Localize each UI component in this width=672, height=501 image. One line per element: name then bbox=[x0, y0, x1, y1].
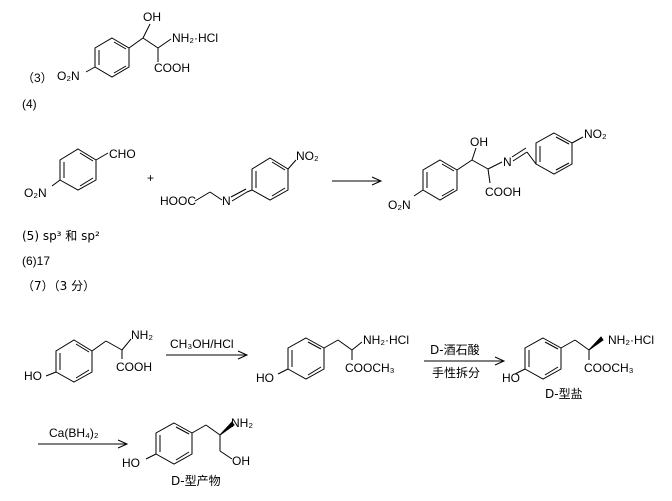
intermediate-nh2hcl: NH₂·HCl bbox=[363, 333, 409, 347]
part4-reactant2 bbox=[194, 157, 297, 202]
part4-plus-sign: + bbox=[147, 171, 154, 185]
part3-label: （3） bbox=[22, 71, 53, 85]
final-ho: HO bbox=[122, 456, 140, 470]
part4-cho-label: CHO bbox=[109, 147, 136, 161]
part4-hooc-label: HOOC bbox=[160, 194, 196, 208]
intermediate-ho: HO bbox=[256, 371, 274, 385]
start-nh2-label: NH₂ bbox=[131, 328, 153, 342]
salt-structure bbox=[514, 337, 590, 380]
part3-nh2hcl-label: NH₂·HCl bbox=[172, 31, 218, 45]
salt-ho: HO bbox=[502, 371, 520, 385]
final-oh: OH bbox=[232, 454, 250, 468]
part4-label: (4) bbox=[22, 97, 37, 111]
final-structure bbox=[145, 422, 233, 465]
start-benzene-ring bbox=[55, 339, 93, 383]
salt-nh2hcl: NH₂·HCl bbox=[608, 333, 654, 347]
part4-reactant1 bbox=[51, 148, 109, 191]
part4-r1-no2-label: O₂N bbox=[24, 186, 47, 200]
final-nh2: NH₂ bbox=[231, 416, 253, 430]
salt-caption: D-型盐 bbox=[545, 387, 583, 401]
start-structure bbox=[45, 338, 132, 383]
part3-benzene-ring bbox=[94, 37, 130, 78]
final-benzene-ring bbox=[155, 422, 193, 465]
intermediate-cooch3: COOCH₃ bbox=[345, 361, 395, 375]
part3-oh-label: OH bbox=[143, 10, 161, 24]
part4-product-oh-label: OH bbox=[470, 135, 488, 149]
part4-product-n-label: N bbox=[503, 155, 512, 169]
part5-text: (5) sp³ 和 sp² bbox=[22, 229, 100, 243]
salt-wedge-bond bbox=[588, 336, 604, 351]
part4-product-no2-right: NO₂ bbox=[584, 127, 607, 141]
part4-product-no2-left: O₂N bbox=[388, 198, 411, 212]
part4-product-right-ring bbox=[535, 132, 573, 175]
step1-reagent: CH₃OH/HCl bbox=[170, 337, 234, 351]
part7-text: （7）（3 分） bbox=[22, 279, 96, 293]
part3-cooh-label: COOH bbox=[154, 61, 190, 75]
salt-cooch3: COOCH₃ bbox=[584, 361, 634, 375]
part3-no2-label: O₂N bbox=[57, 69, 80, 83]
part4-product bbox=[413, 132, 584, 201]
start-ho-label: HO bbox=[24, 369, 42, 383]
part4-r2-n-label: N bbox=[222, 194, 231, 208]
step2-reagent-top: D-酒石酸 bbox=[430, 342, 480, 357]
step3-reagent: Ca(BH₄)₂ bbox=[49, 426, 99, 440]
intermediate-benzene-ring bbox=[287, 337, 325, 380]
salt-benzene-ring bbox=[524, 337, 562, 380]
part4-product-cooh: COOH bbox=[485, 185, 521, 199]
final-caption: D-型产物 bbox=[171, 474, 221, 488]
part4-product-left-ring bbox=[422, 159, 458, 201]
intermediate-structure bbox=[277, 337, 363, 380]
start-cooh-label: COOH bbox=[116, 360, 152, 374]
final-wedge-bond bbox=[219, 421, 235, 436]
step2-reagent-bottom: 手性拆分 bbox=[432, 365, 480, 380]
part4-aldehyde-ring bbox=[59, 148, 97, 191]
part6-text: (6)17 bbox=[22, 254, 51, 268]
part4-r2-no2-label: NO₂ bbox=[296, 149, 319, 163]
part3-structure bbox=[85, 23, 172, 78]
part4-imine-ring bbox=[251, 157, 289, 201]
